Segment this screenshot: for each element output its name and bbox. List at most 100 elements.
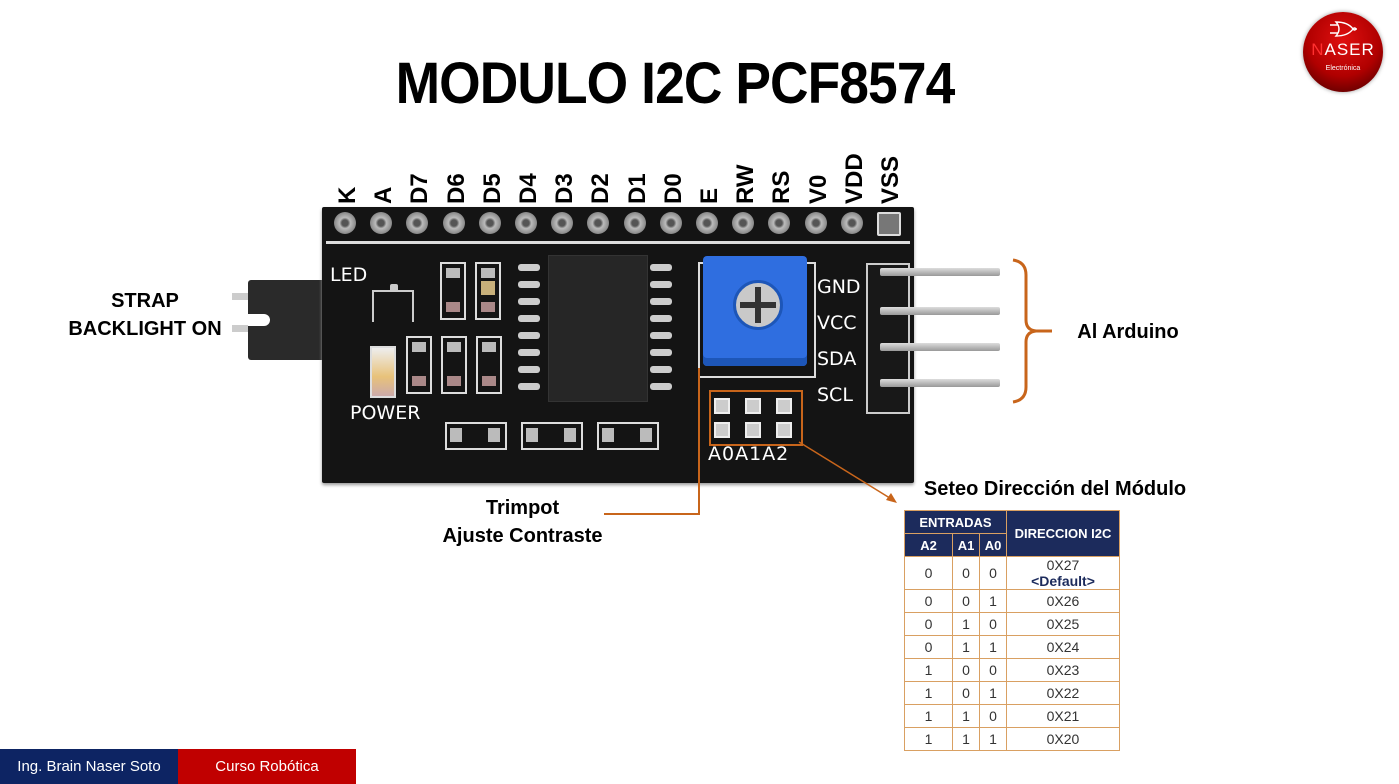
chip-leg <box>650 298 672 305</box>
cell-a1: 1 <box>952 704 980 728</box>
pin-hole-vss <box>877 212 901 236</box>
chip-leg <box>518 383 540 390</box>
pin-row-frame <box>326 211 910 244</box>
chip-leg <box>650 315 672 322</box>
cell-a2: 1 <box>904 727 953 751</box>
address-callout-line <box>798 441 894 501</box>
jumper-notch <box>248 314 270 326</box>
pin-scl <box>880 379 1000 387</box>
chip-leg <box>518 349 540 356</box>
chip-leg <box>518 281 540 288</box>
cell-address: 0X20 <box>1006 727 1120 751</box>
slide-title: MODULO I2C PCF8574 <box>395 51 956 116</box>
cell-address: 0X27<Default> <box>1006 556 1120 590</box>
cell-a1: 1 <box>952 612 980 636</box>
cell-address: 0X21 <box>1006 704 1120 728</box>
i2c-header <box>866 263 910 414</box>
logo-subtitle: Electrónica <box>1325 65 1361 72</box>
cell-a1: 0 <box>952 589 980 613</box>
cell-address: 0X22 <box>1006 681 1120 705</box>
pin-gnd <box>880 268 1000 276</box>
chip-leg <box>518 298 540 305</box>
cell-a1: 0 <box>952 658 980 682</box>
pad-a2-bottom <box>776 422 792 438</box>
silk-sda: SDA <box>817 348 857 370</box>
strap-pin-top <box>232 293 250 300</box>
cell-a2: 0 <box>904 612 953 636</box>
cell-a0: 1 <box>979 635 1007 659</box>
pin-sda <box>880 343 1000 351</box>
chip-leg <box>650 383 672 390</box>
chip-leg <box>650 281 672 288</box>
chip-leg <box>518 366 540 373</box>
capacitor-c1 <box>475 262 501 320</box>
resistor-r1 <box>440 262 466 320</box>
silk-vcc: VCC <box>817 312 857 334</box>
cell-a1: 0 <box>952 556 980 590</box>
chip-leg <box>650 332 672 339</box>
transistor-pin <box>390 284 398 292</box>
arduino-brace-icon <box>1012 258 1052 404</box>
address-table-title: Seteo Dirección del Módulo <box>923 478 1187 500</box>
silk-led: LED <box>330 264 368 286</box>
cell-a0: 0 <box>979 612 1007 636</box>
address-pads-highlight <box>709 390 803 446</box>
header-a1: A1 <box>952 533 980 557</box>
pin-hole-d4 <box>515 212 537 234</box>
cell-a2: 0 <box>904 589 953 613</box>
cell-a2: 1 <box>904 704 953 728</box>
pin-vcc <box>880 307 1000 315</box>
strap-pin-bottom <box>232 325 250 332</box>
resistor-r3 <box>441 336 467 394</box>
header-a0: A0 <box>979 533 1007 557</box>
arrow-head-icon <box>886 493 897 503</box>
pin-hole-rw <box>732 212 755 234</box>
cell-a0: 0 <box>979 658 1007 682</box>
resistor-r5 <box>445 422 507 450</box>
cell-a0: 1 <box>979 589 1007 613</box>
pad-a1-bottom <box>745 422 761 438</box>
resistor-r7 <box>597 422 659 450</box>
silk-gnd: GND <box>817 276 861 298</box>
pad-a0-bottom <box>714 422 730 438</box>
chip-leg <box>650 349 672 356</box>
silk-power: POWER <box>350 402 421 424</box>
resistor-r2 <box>406 336 432 394</box>
logo-name: NASER <box>1311 40 1375 59</box>
pad-a1-top <box>745 398 761 414</box>
resistor-r4 <box>476 336 502 394</box>
chip-leg <box>650 366 672 373</box>
resistor-r6 <box>521 422 583 450</box>
chip-leg <box>518 315 540 322</box>
cell-a1: 1 <box>952 635 980 659</box>
cell-a0: 1 <box>979 681 1007 705</box>
silk-scl: SCL <box>817 384 853 406</box>
cell-a1: 0 <box>952 681 980 705</box>
arduino-callout: Al Arduino <box>1077 321 1179 343</box>
pin-hole-d1 <box>623 212 646 234</box>
trimpot-callout: Trimpot Ajuste Contraste <box>442 497 603 547</box>
chip-leg <box>518 332 540 339</box>
footer-author: Ing. Brain Naser Soto <box>0 749 178 784</box>
pcf8574-chip <box>548 255 648 402</box>
pin-hole-e <box>696 212 718 234</box>
pin-hole-rs <box>768 212 791 234</box>
pad-a0-top <box>714 398 730 414</box>
pin-hole-vdd <box>840 212 863 234</box>
strap-callout: STRAP BACKLIGHT ON <box>68 290 222 340</box>
pin-hole-v0 <box>804 212 827 234</box>
cell-address: 0X25 <box>1006 612 1120 636</box>
pin-hole-k <box>334 212 356 234</box>
chip-leg <box>518 264 540 271</box>
trimpot[interactable] <box>703 256 807 366</box>
naser-logo: NASER Electrónica <box>1303 12 1383 92</box>
cell-a2: 1 <box>904 658 953 682</box>
